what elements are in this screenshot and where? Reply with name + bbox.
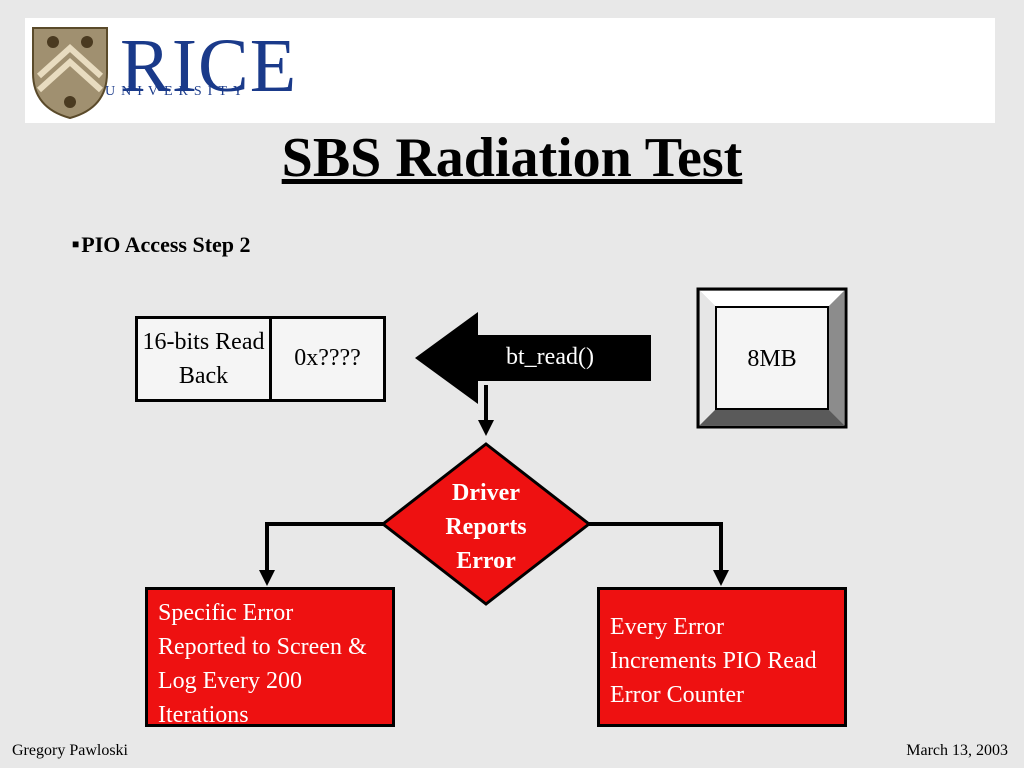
shield-icon bbox=[32, 27, 108, 120]
footer-author: Gregory Pawloski bbox=[12, 742, 128, 759]
arrow-label: bt_read() bbox=[506, 344, 594, 370]
register-value-box: 0x???? bbox=[269, 316, 386, 402]
left-outcome-text: Specific Error Reported to Screen & Log … bbox=[158, 600, 367, 728]
slide-title: SBS Radiation Test bbox=[281, 127, 743, 189]
header-band bbox=[25, 18, 995, 123]
decision-diamond bbox=[380, 442, 592, 606]
bullet-point: ■PIO Access Step 2 bbox=[72, 232, 251, 258]
left-branch-connector bbox=[265, 522, 383, 572]
right-outcome-text: Every Error Increments PIO Read Error Co… bbox=[610, 614, 817, 708]
right-branch-arrowhead bbox=[713, 570, 729, 586]
left-branch-arrowhead bbox=[259, 570, 275, 586]
memory-block bbox=[696, 287, 848, 429]
rice-logo: RICE UNIVERSITY bbox=[25, 18, 296, 123]
right-branch-connector bbox=[589, 522, 723, 572]
arrow-down-head bbox=[478, 420, 494, 436]
register-label-box: 16-bits Read Back bbox=[135, 316, 272, 402]
register-value: 0x???? bbox=[294, 345, 361, 371]
bullet-square-icon: ■ bbox=[72, 237, 80, 251]
logo-subtitle: UNIVERSITY bbox=[105, 84, 249, 99]
decision-label: Driver Reports Error bbox=[445, 480, 527, 574]
left-outcome-box: Specific Error Reported to Screen & Log … bbox=[145, 587, 395, 728]
right-outcome-box: Every Error Increments PIO Read Error Co… bbox=[597, 587, 847, 727]
logo-wordmark: RICE bbox=[120, 24, 298, 108]
read-arrow bbox=[415, 312, 651, 404]
memory-label: 8MB bbox=[747, 346, 797, 372]
register-label: 16-bits Read Back bbox=[142, 329, 265, 389]
footer-date: March 13, 2003 bbox=[906, 742, 1008, 759]
bullet-text: PIO Access Step 2 bbox=[81, 232, 251, 257]
